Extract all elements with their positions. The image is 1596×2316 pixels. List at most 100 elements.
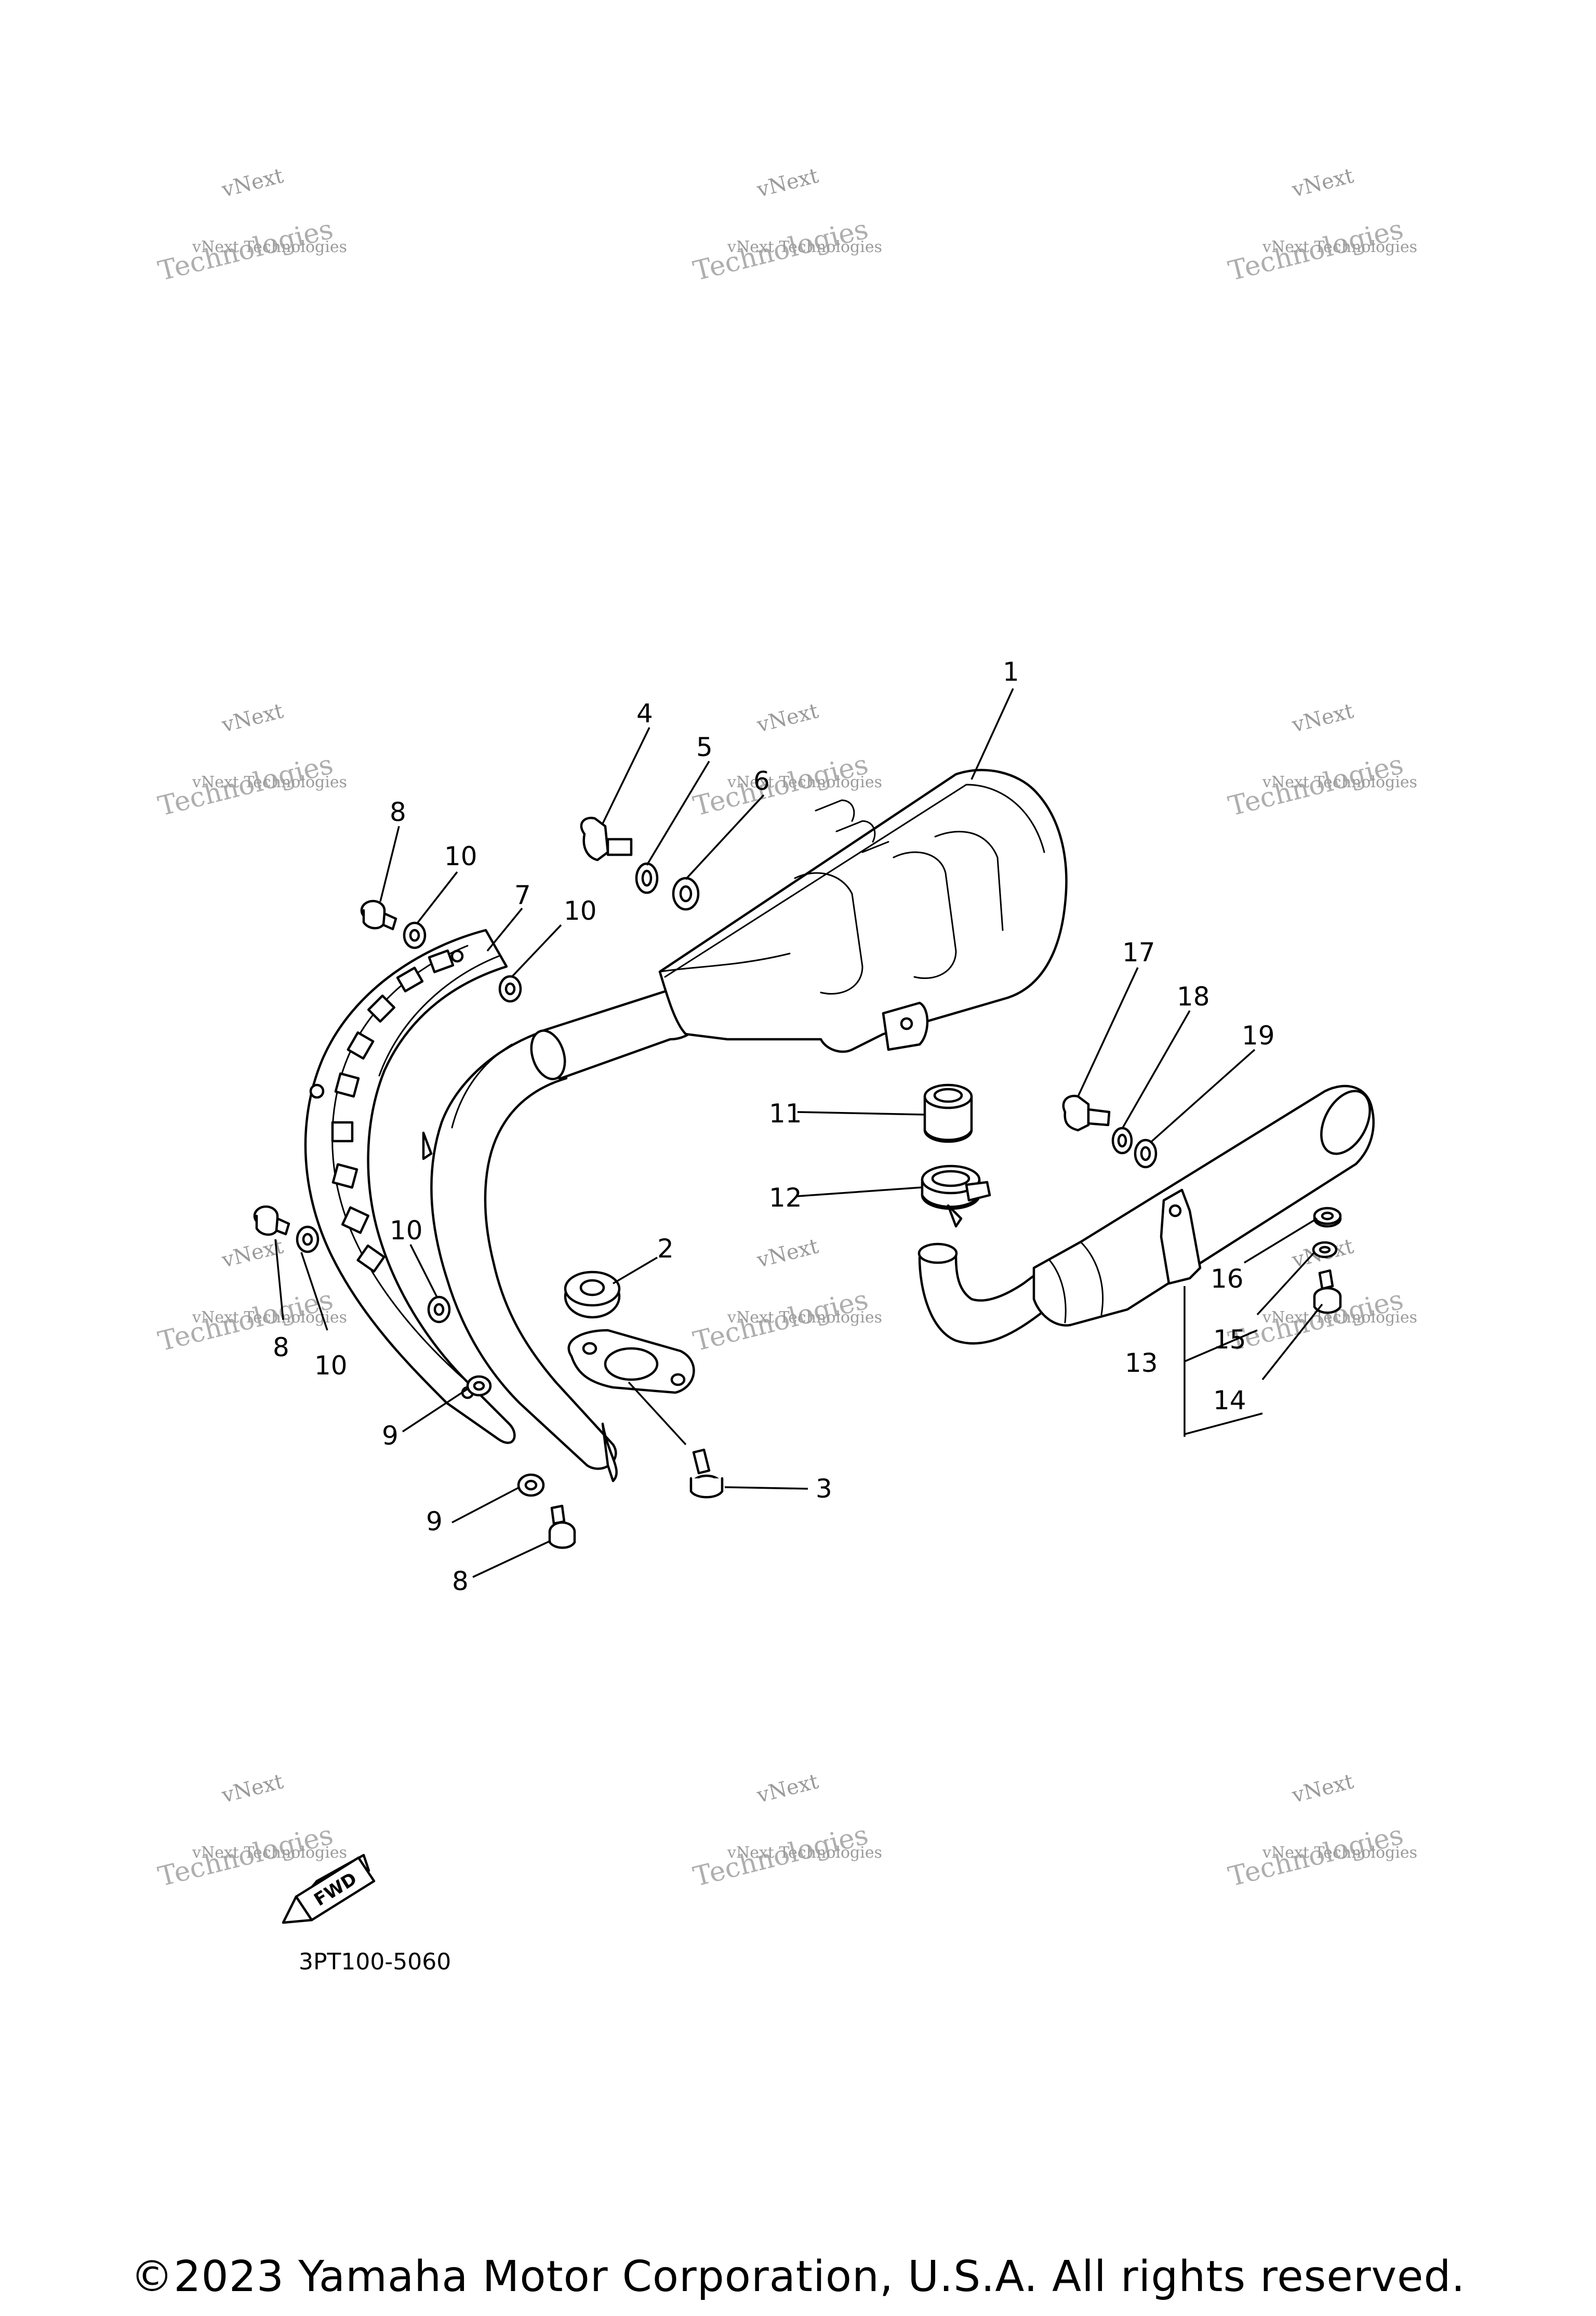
svg-text:vNext: vNext — [754, 1234, 821, 1273]
svg-text:vNext Technologies: vNext Technologies — [1262, 773, 1417, 791]
svg-text:vNext Technologies: vNext Technologies — [1262, 1844, 1417, 1862]
part-11-joint — [923, 1083, 973, 1143]
callout-5: 5 — [696, 732, 713, 762]
svg-text:Technologies: Technologies — [155, 1284, 336, 1357]
part-5-lock-washer — [635, 862, 659, 894]
watermark: vNext vNext Technologies Technologies — [690, 699, 882, 822]
part-8-bolt-a — [360, 899, 397, 931]
callout-19: 19 — [1242, 1021, 1275, 1051]
part-2-gasket — [564, 1271, 621, 1319]
svg-text:vNext Technologies: vNext Technologies — [192, 238, 347, 256]
callout-6: 6 — [753, 766, 770, 796]
diagram-code: 3PT100-5060 — [299, 1949, 451, 1975]
callout-9: 9 — [426, 1506, 443, 1537]
svg-text:vNext: vNext — [754, 164, 821, 202]
callout-labels: 1 4 5 6 8 10 7 10 17 18 19 11 12 10 2 16… — [273, 657, 1275, 1596]
svg-text:vNext: vNext — [754, 1769, 821, 1808]
callout-10: 10 — [444, 841, 477, 871]
svg-text:vNext: vNext — [219, 1769, 286, 1808]
callout-8: 8 — [452, 1566, 469, 1596]
fwd-arrow-icon: FWD — [282, 1854, 376, 1924]
svg-text:vNext: vNext — [1289, 1769, 1356, 1808]
part-10-collar-c — [296, 1225, 320, 1253]
watermark: vNext vNext Technologies Technologies — [155, 1234, 347, 1357]
svg-text:vNext Technologies: vNext Technologies — [192, 773, 347, 791]
watermark: vNext vNext Technologies Technologies — [1226, 1769, 1417, 1892]
svg-text:Technologies: Technologies — [155, 214, 336, 287]
callout-7: 7 — [514, 880, 531, 910]
svg-text:vNext: vNext — [1289, 699, 1356, 737]
callout-17: 17 — [1122, 937, 1155, 968]
watermark: vNext vNext Technologies Technologies — [690, 1769, 882, 1892]
part-10-collar-a — [403, 921, 427, 949]
watermark: vNext vNext Technologies Technologies — [1226, 164, 1417, 287]
callout-18: 18 — [1177, 982, 1210, 1012]
callout-16: 16 — [1211, 1264, 1244, 1294]
part-8-bolt-c — [548, 1504, 576, 1549]
callout-10: 10 — [564, 896, 597, 926]
part-15-washer — [1312, 1241, 1338, 1259]
watermark: vNext vNext Technologies Technologies — [690, 164, 882, 287]
part-4-bolt — [580, 816, 633, 862]
svg-text:vNext Technologies: vNext Technologies — [192, 1844, 347, 1862]
part-9-washer-b — [517, 1473, 545, 1497]
callout-8: 8 — [273, 1332, 289, 1362]
callout-12: 12 — [769, 1183, 802, 1213]
svg-text:Technologies: Technologies — [155, 1819, 336, 1892]
part-10-collar-d — [427, 1295, 451, 1324]
svg-text:Technologies: Technologies — [1226, 1819, 1406, 1892]
svg-text:Technologies: Technologies — [1226, 749, 1406, 822]
part-7-protector — [304, 929, 516, 1444]
part-13-silencer — [917, 1084, 1375, 1345]
svg-text:Technologies: Technologies — [690, 214, 871, 287]
svg-text:vNext Technologies: vNext Technologies — [727, 1844, 882, 1862]
part-10-collar-b — [498, 975, 522, 1003]
callout-4: 4 — [636, 698, 653, 729]
callout-2: 2 — [657, 1234, 674, 1264]
watermark: vNext vNext Technologies Technologies — [1226, 699, 1417, 822]
svg-text:vNext: vNext — [1289, 164, 1356, 202]
callout-14: 14 — [1213, 1385, 1246, 1415]
svg-text:vNext Technologies: vNext Technologies — [727, 1308, 882, 1327]
part-8-bolt-b — [253, 1205, 290, 1236]
callout-9: 9 — [382, 1421, 398, 1451]
svg-text:Technologies: Technologies — [1226, 214, 1406, 287]
svg-text:Technologies: Technologies — [690, 1284, 871, 1357]
watermark: vNext vNext Technologies Technologies — [155, 1769, 347, 1892]
svg-text:vNext: vNext — [219, 699, 286, 737]
callout-13: 13 — [1125, 1348, 1158, 1378]
part-3-bolt — [689, 1448, 724, 1499]
svg-text:Technologies: Technologies — [155, 749, 336, 822]
callout-3: 3 — [816, 1474, 832, 1504]
part-17-bolt — [1062, 1094, 1111, 1132]
svg-text:Technologies: Technologies — [690, 749, 871, 822]
callout-11: 11 — [769, 1099, 802, 1129]
callout-15: 15 — [1213, 1325, 1246, 1355]
watermark: vNext vNext Technologies Technologies — [690, 1234, 882, 1357]
svg-text:Technologies: Technologies — [690, 1819, 871, 1892]
part-16-collar — [1313, 1207, 1342, 1228]
callout-1: 1 — [1003, 657, 1019, 687]
svg-text:vNext Technologies: vNext Technologies — [1262, 1308, 1417, 1327]
part-12-clamp — [921, 1164, 991, 1228]
part-19-washer — [1134, 1139, 1158, 1169]
copyright-notice: ©2023 Yamaha Motor Corporation, U.S.A. A… — [130, 2252, 1466, 2301]
svg-text:vNext Technologies: vNext Technologies — [1262, 238, 1417, 256]
callout-10: 10 — [390, 1215, 423, 1246]
svg-text:vNext Technologies: vNext Technologies — [727, 773, 882, 791]
callout-8: 8 — [390, 797, 406, 827]
callout-10: 10 — [314, 1351, 348, 1381]
part-1-muffler — [422, 769, 1068, 1483]
watermark: vNext vNext Technologies Technologies — [155, 699, 347, 822]
part-18-lock-washer — [1111, 1127, 1133, 1155]
part-6-washer — [672, 877, 700, 911]
svg-text:vNext Technologies: vNext Technologies — [727, 238, 882, 256]
part-14-bolt — [1313, 1269, 1342, 1314]
svg-text:vNext: vNext — [219, 164, 286, 202]
svg-text:vNext: vNext — [754, 699, 821, 737]
leader-lines — [274, 688, 1323, 1578]
watermark: vNext vNext Technologies Technologies — [155, 164, 347, 287]
part-9-washer-a — [466, 1375, 492, 1397]
